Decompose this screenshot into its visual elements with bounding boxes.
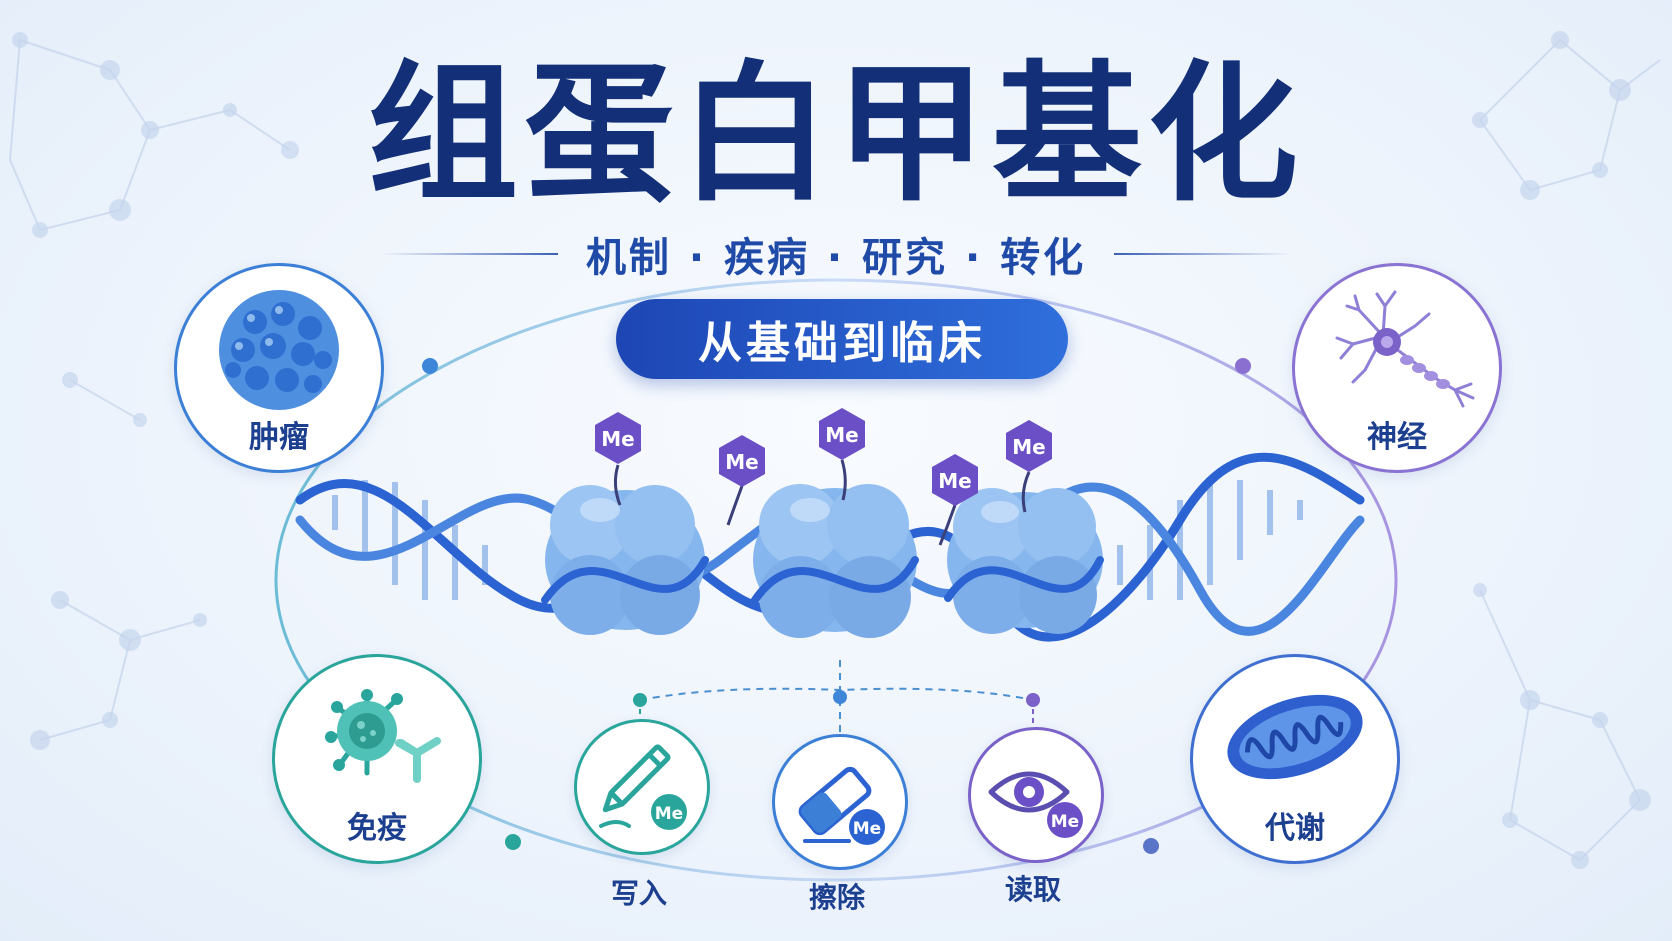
ring-dot (505, 834, 521, 850)
pencil-icon: Me (599, 744, 687, 830)
methyl-label: Me (1051, 812, 1079, 832)
connector-dot (633, 693, 647, 707)
connection-ring (274, 278, 1398, 882)
methyl-tag: Me (595, 412, 641, 506)
operation-read: Me (968, 727, 1104, 863)
methyl-tags: Me Me Me Me Me (595, 408, 1052, 546)
ring-dot (1143, 838, 1159, 854)
divider-right (1114, 253, 1293, 255)
histone-octamer (947, 488, 1103, 634)
methyl-tag: Me (1006, 420, 1052, 513)
methyl-label: Me (853, 819, 881, 839)
eraser-icon: Me (798, 766, 885, 845)
ring-dot (1235, 358, 1251, 374)
operation-write-label: 写入 (610, 877, 667, 910)
operation-erase: Me (772, 734, 908, 870)
subtitle: 机制 · 疾病 · 研究 · 转化 (585, 235, 1087, 281)
operation-read-label: 读取 (1004, 873, 1061, 906)
ring-dot (422, 358, 438, 374)
divider-left (380, 253, 558, 255)
category-tumor: 肿瘤 (174, 263, 384, 473)
eye-icon: Me (988, 771, 1083, 838)
methyl-label: Me (825, 423, 858, 447)
methyl-label: Me (725, 450, 758, 474)
tagline-pill: 从基础到临床 (616, 299, 1068, 379)
category-label: 肿瘤 (249, 420, 309, 455)
page-title: 组蛋白甲基化 (367, 48, 1304, 222)
methyl-tag: Me (719, 435, 765, 526)
operation-erase-label: 擦除 (808, 881, 865, 914)
histone-octamer (753, 484, 917, 638)
methyl-label: Me (1012, 435, 1045, 459)
category-label: 神经 (1367, 420, 1427, 455)
methyl-label: Me (655, 804, 683, 824)
network-nodes (12, 31, 1651, 869)
connector-dot (1026, 693, 1040, 707)
methyl-tag: Me (819, 408, 865, 501)
methyl-label: Me (601, 427, 634, 451)
category-metabolism: 代谢 (1190, 654, 1400, 864)
mitochondria-icon (1227, 694, 1363, 780)
operation-write: Me (574, 719, 710, 855)
immune-cell-icon (325, 689, 441, 783)
category-label: 代谢 (1265, 811, 1325, 846)
methyl-tag: Me (932, 454, 978, 546)
tumor-cell-icon (219, 290, 339, 410)
neuron-icon (1335, 290, 1475, 408)
methyl-label: Me (938, 469, 971, 493)
dna-helix (295, 452, 1365, 642)
histone-octamer (545, 485, 705, 635)
connector-dot (833, 690, 847, 704)
category-neuro: 神经 (1292, 263, 1502, 473)
category-label: 免疫 (347, 811, 407, 846)
subtitle-row: 机制 · 疾病 · 研究 · 转化 (380, 224, 1293, 284)
category-immune: 免疫 (272, 654, 482, 864)
